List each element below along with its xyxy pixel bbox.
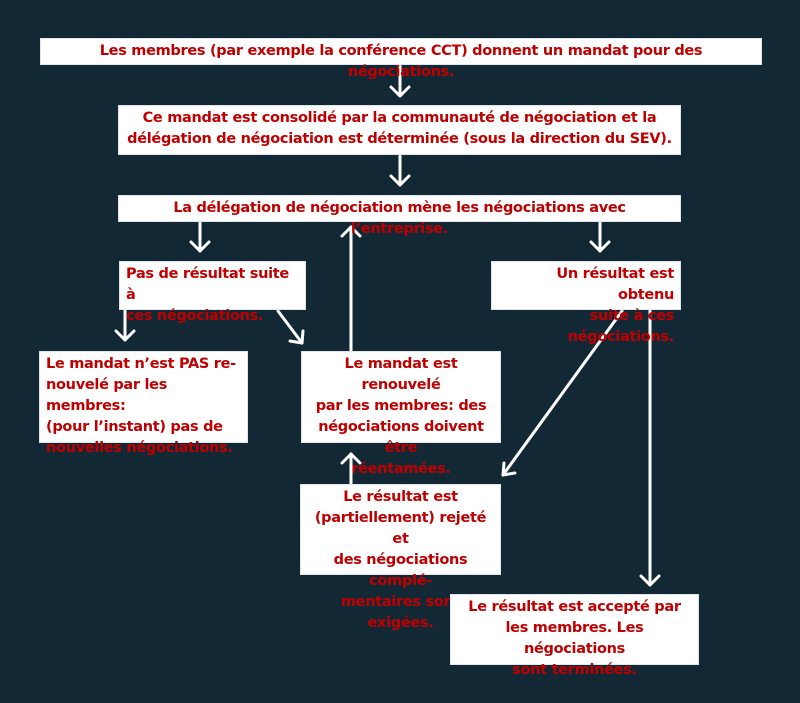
node-consolidate-line-2: délégation de négociation est déterminée… (127, 131, 672, 147)
node-renewed: Le mandat est renouvelé par les membres:… (301, 351, 501, 477)
node-renewed-line-1: Le mandat est renouvelé (344, 356, 458, 393)
node-consolidate: Ce mandat est consolidé par la communaut… (118, 105, 681, 155)
node-rejected-line-3: des négociations complé- (333, 552, 468, 589)
node-accepted-line-1: Le résultat est accepté par (468, 599, 681, 615)
arrow-consolidate-to-negotiate (389, 154, 411, 187)
node-renewed-line-3: négociations doivent être (318, 419, 484, 456)
node-not-renewed-line-3: (pour l’instant) pas de (46, 419, 223, 435)
node-rejected-line-2: (partiellement) rejeté et (314, 510, 487, 547)
arrow-rejected-to-renewed (340, 452, 362, 486)
node-negotiate: La délégation de négociation mène les né… (118, 195, 681, 237)
node-not-renewed: Le mandat n’est PAS re- nouvelé par les … (39, 351, 248, 456)
node-renewed-line-4: réentamées. (351, 461, 451, 477)
node-mandate-text: Les membres (par exemple la conférence C… (99, 43, 703, 80)
arrow-no-result-to-not-renewed (114, 309, 136, 342)
arrow-result-to-rejected (501, 309, 624, 477)
node-rejected: Le résultat est (partiellement) rejeté e… (300, 484, 501, 631)
node-result-line-2: suite à ces négociations. (567, 308, 675, 345)
node-not-renewed-line-2: nouvelé par les membres: (46, 377, 168, 414)
arrow-negotiate-to-no-result (189, 220, 211, 253)
arrow-renewed-to-negotiate (340, 225, 362, 354)
node-rejected-line-4: mentaires sont exigées. (340, 594, 461, 631)
arrow-mandate-to-consolidate (389, 64, 411, 98)
node-accepted: Le résultat est accepté par les membres.… (450, 594, 699, 678)
arrow-negotiate-to-result (589, 220, 611, 253)
node-renewed-line-2: par les membres: des (315, 398, 487, 414)
node-mandate: Les membres (par exemple la conférence C… (40, 38, 762, 80)
node-negotiate-text: La délégation de négociation mène les né… (173, 200, 626, 237)
node-rejected-line-1: Le résultat est (343, 489, 458, 505)
node-accepted-line-3: sont terminées. (512, 662, 637, 678)
node-no-result-line-2: ces négociations. (126, 308, 264, 324)
node-not-renewed-line-1: Le mandat n’est PAS re- (46, 356, 236, 372)
node-accepted-line-2: les membres. Les négociations (505, 620, 644, 657)
arrow-no-result-to-renewed (276, 309, 305, 345)
node-result: Un résultat est obtenu suite à ces négoc… (491, 261, 681, 345)
node-result-line-1: Un résultat est obtenu (556, 266, 674, 303)
node-consolidate-line-1: Ce mandat est consolidé par la communaut… (142, 110, 657, 126)
arrow-result-to-accepted (639, 309, 661, 587)
node-no-result: Pas de résultat suite à ces négociations… (119, 261, 306, 324)
node-not-renewed-line-4: nouvelles négociations. (46, 440, 233, 456)
node-no-result-line-1: Pas de résultat suite à (126, 266, 289, 303)
